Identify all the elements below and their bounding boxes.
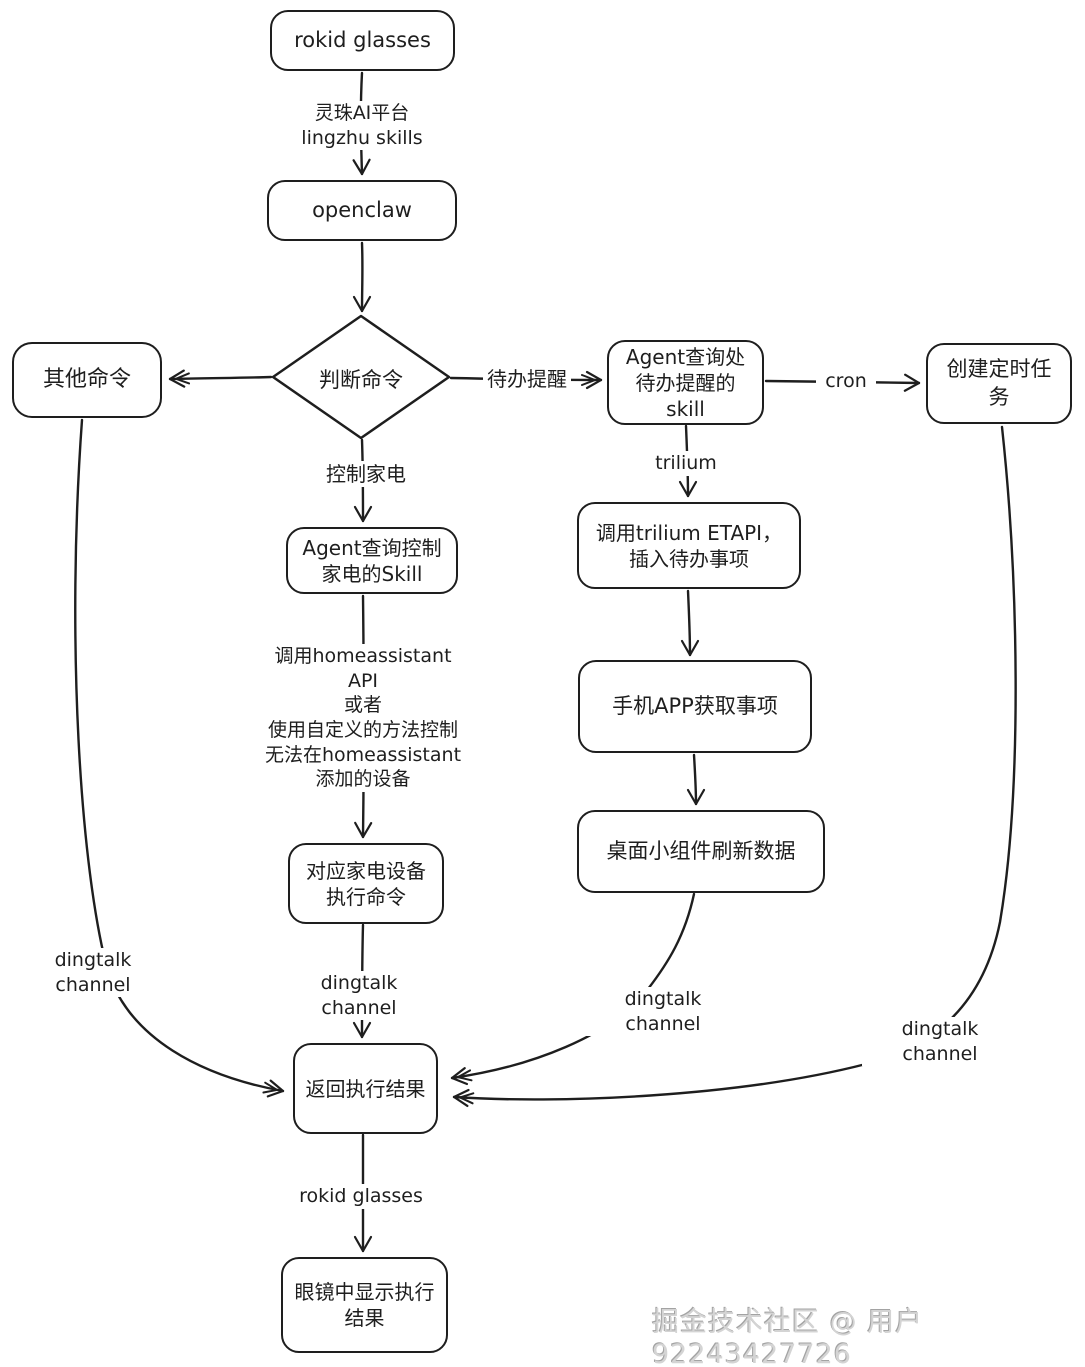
edge-label-rokid-glasses: rokid glasses — [294, 1184, 428, 1209]
node-exec-device-command-label: 对应家电设备执行命令 — [306, 858, 426, 909]
edge-judge-to-other-commands — [168, 369, 273, 388]
node-phone-app: 手机APP获取事项 — [578, 660, 812, 753]
node-agent-todo-skill: Agent查询处待办提醒的skill — [607, 340, 764, 425]
node-desktop-widget-label: 桌面小组件刷新数据 — [606, 838, 796, 863]
edge-widget-to-return — [450, 892, 696, 1086]
node-openclaw: openclaw — [267, 180, 457, 241]
node-rokid-glasses: rokid glasses — [270, 10, 455, 71]
node-openclaw-label: openclaw — [312, 197, 412, 222]
edge-label-dingtalk-mid: dingtalk channel — [279, 971, 439, 1021]
edge-label-cron: cron — [816, 369, 876, 394]
node-trilium-etapi: 调用trilium ETAPI，插入待办事项 — [577, 502, 801, 589]
edge-label-trilium: trilium — [649, 451, 723, 476]
node-other-commands-label: 其他命令 — [42, 366, 131, 392]
node-judge-command-label: 判断命令 — [319, 368, 403, 392]
node-agent-home-skill: Agent查询控制家电的Skill — [286, 527, 458, 594]
node-trilium-etapi-label: 调用trilium ETAPI，插入待办事项 — [595, 520, 783, 571]
edge-other-commands-to-return — [74, 418, 285, 1098]
node-agent-todo-skill-label: Agent查询处待办提醒的skill — [625, 344, 746, 421]
edge-label-todo-branch: 待办提醒 — [483, 366, 571, 392]
node-phone-app-label: 手机APP获取事项 — [612, 693, 778, 718]
edge-label-homeassistant-note: 调用homeassistant API 或者 使用自定义的方法控制 无法在hom… — [240, 644, 486, 793]
node-agent-home-skill-label: Agent查询控制家电的Skill — [302, 535, 442, 586]
node-glasses-display: 眼镜中显示执行结果 — [281, 1257, 448, 1353]
node-return-result-label: 返回执行结果 — [305, 1076, 426, 1101]
node-create-cron-task-label: 创建定时任务 — [946, 357, 1052, 409]
edge-phone-app-to-widget — [686, 753, 706, 806]
judge-command-diamond — [271, 314, 451, 440]
node-return-result: 返回执行结果 — [293, 1043, 438, 1134]
edge-label-lingzhu-skills: 灵珠AI平台 lingzhu skills — [287, 101, 437, 151]
edge-label-home-branch: 控制家电 — [321, 461, 411, 487]
edge-label-dingtalk-widget: dingtalk channel — [584, 987, 742, 1037]
node-desktop-widget: 桌面小组件刷新数据 — [577, 810, 825, 893]
edge-cron-task-to-return — [452, 425, 1017, 1108]
node-create-cron-task: 创建定时任务 — [926, 343, 1072, 424]
node-exec-device-command: 对应家电设备执行命令 — [288, 843, 444, 924]
edge-label-dingtalk-left: dingtalk channel — [12, 948, 174, 998]
node-rokid-glasses-label: rokid glasses — [294, 27, 431, 52]
node-other-commands: 其他命令 — [12, 342, 162, 418]
edge-label-dingtalk-cron: dingtalk channel — [862, 1017, 1018, 1067]
juejin-watermark: 掘金技术社区 @ 用户92243427726 — [652, 1307, 924, 1367]
edge-trilium-to-phone-app — [680, 589, 700, 657]
node-glasses-display-label: 眼镜中显示执行结果 — [294, 1280, 435, 1330]
